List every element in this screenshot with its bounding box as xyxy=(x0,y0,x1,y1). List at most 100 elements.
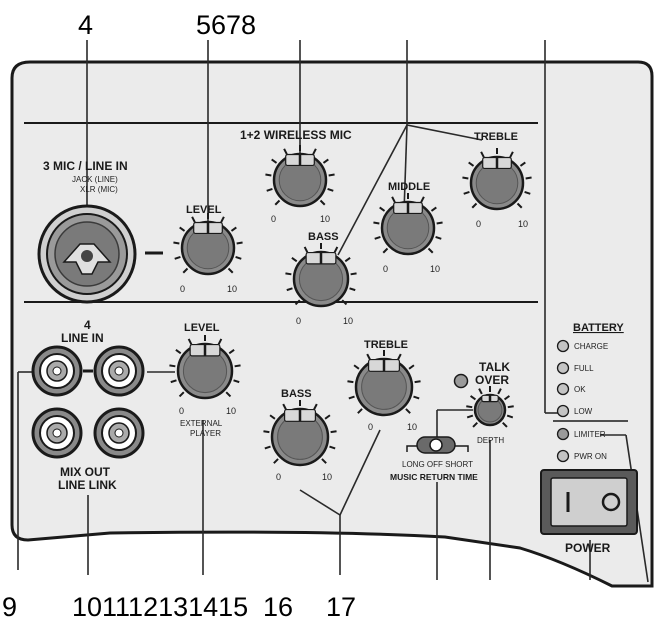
knob-tick xyxy=(330,430,337,434)
knob-tick xyxy=(217,338,223,345)
callout-bottom-16: 16 xyxy=(263,592,293,622)
knob-tick xyxy=(329,445,336,450)
wireless-level-knob[interactable] xyxy=(265,145,335,208)
wireless-middle-label: MIDDLE xyxy=(388,181,430,193)
knob-tick xyxy=(191,216,196,223)
knob-tick xyxy=(344,257,351,263)
knob-tick xyxy=(175,349,182,355)
wireless-treble-knob[interactable] xyxy=(462,148,532,211)
wireless-middle-knob[interactable] xyxy=(373,193,443,256)
battery-ok-led xyxy=(556,382,570,396)
knob-tick xyxy=(405,408,411,414)
knob-tick xyxy=(236,241,243,245)
mix-out-rca-left[interactable] xyxy=(31,407,83,459)
knob-tick xyxy=(173,241,180,245)
wireless-middle-min: 0 xyxy=(383,264,388,274)
talkover-depth-knob[interactable] xyxy=(466,386,514,428)
knob-tick xyxy=(265,173,272,177)
knob-tick xyxy=(303,246,309,253)
knob-tick xyxy=(516,202,523,209)
power-switch[interactable] xyxy=(540,469,638,535)
battery-charge-label: CHARGE xyxy=(574,342,608,351)
music-treble-knob[interactable] xyxy=(347,350,421,417)
knob-tick xyxy=(174,256,181,260)
mic-level-knob[interactable] xyxy=(173,213,243,276)
knob-tick xyxy=(353,364,360,370)
knob-tick xyxy=(271,158,278,164)
knob-tick xyxy=(391,196,396,203)
combo-jack-socket[interactable] xyxy=(37,204,137,304)
line-in-level-knob[interactable] xyxy=(169,335,241,400)
knob-tick xyxy=(266,188,273,192)
knob-tick xyxy=(507,405,514,409)
knob-tick xyxy=(414,380,421,384)
music-treble-max: 10 xyxy=(407,422,417,432)
wireless-treble-max: 10 xyxy=(518,219,528,229)
knob-tick xyxy=(269,414,276,420)
rca-pin xyxy=(114,366,124,376)
knob-tick xyxy=(328,173,335,177)
knob-tick xyxy=(322,158,329,164)
knob-tick xyxy=(170,379,177,384)
knob-tick xyxy=(234,364,241,368)
knob-tick xyxy=(466,414,474,419)
music-bass-knob[interactable] xyxy=(263,400,337,467)
knob-tick xyxy=(462,176,469,180)
knob-tick xyxy=(228,349,235,355)
battery-charge-led xyxy=(556,339,570,353)
wireless-level-max: 10 xyxy=(320,214,330,224)
knob-tick xyxy=(182,267,189,274)
mix-out-rca-right[interactable] xyxy=(93,407,145,459)
knob-tick xyxy=(294,299,301,306)
knob-tick xyxy=(178,391,185,398)
line-in-level-max: 10 xyxy=(226,406,236,416)
callout-bottom-17: 17 xyxy=(326,592,356,622)
knob-tick xyxy=(324,414,331,420)
knob-tick xyxy=(286,287,293,292)
wireless-middle-max: 10 xyxy=(430,264,440,274)
wireless-treble-label: TREBLE xyxy=(474,131,518,143)
knob-tick xyxy=(347,380,354,384)
knob-tick xyxy=(469,395,477,401)
knob-tick xyxy=(366,353,371,360)
knob-tick xyxy=(233,379,240,384)
music-return-time-switch[interactable] xyxy=(406,436,469,454)
mic-level-label: LEVEL xyxy=(186,204,222,216)
talkover-label-line2: OVER xyxy=(475,373,509,387)
pwr-on-label: PWR ON xyxy=(574,452,607,461)
knob-tick xyxy=(291,257,298,263)
battery-low-label: LOW xyxy=(574,407,593,416)
knob-tick xyxy=(480,151,485,158)
mic-level-min: 0 xyxy=(180,284,185,294)
knob-tick xyxy=(427,247,434,254)
knob-tick xyxy=(321,458,327,464)
knob-tick xyxy=(503,395,511,401)
wireless-bass-knob[interactable] xyxy=(285,243,357,308)
knob-tick xyxy=(466,405,473,409)
rca-pin xyxy=(52,428,62,438)
knob-tick xyxy=(382,247,389,254)
knob-tick xyxy=(312,148,317,155)
music-return-time-label: MUSIC RETURN TIME xyxy=(390,472,478,482)
limiter-label: LIMITER xyxy=(574,430,606,439)
wireless-mic-title: 1+2 WIRELESS MIC xyxy=(240,128,352,142)
knob-tick xyxy=(379,206,386,212)
rca-pin xyxy=(52,366,62,376)
knob-tick xyxy=(357,408,363,414)
line-in-rca-left[interactable] xyxy=(31,345,83,397)
knob-tick xyxy=(313,403,318,410)
knob-tick xyxy=(435,236,442,240)
mic-level-max: 10 xyxy=(227,284,237,294)
music-treble-min: 0 xyxy=(368,422,373,432)
knob-tick xyxy=(519,161,526,167)
music-bass-min: 0 xyxy=(276,472,281,482)
knob-tick xyxy=(169,364,176,368)
callout-bottom-9: 9 xyxy=(2,592,17,622)
knob-tick xyxy=(285,272,292,276)
line-in-rca-right[interactable] xyxy=(93,345,145,397)
mic-xlr-label: XLR (MIC) xyxy=(80,185,118,194)
knob-tick xyxy=(274,199,281,206)
line-in-number: 4 xyxy=(84,318,91,332)
